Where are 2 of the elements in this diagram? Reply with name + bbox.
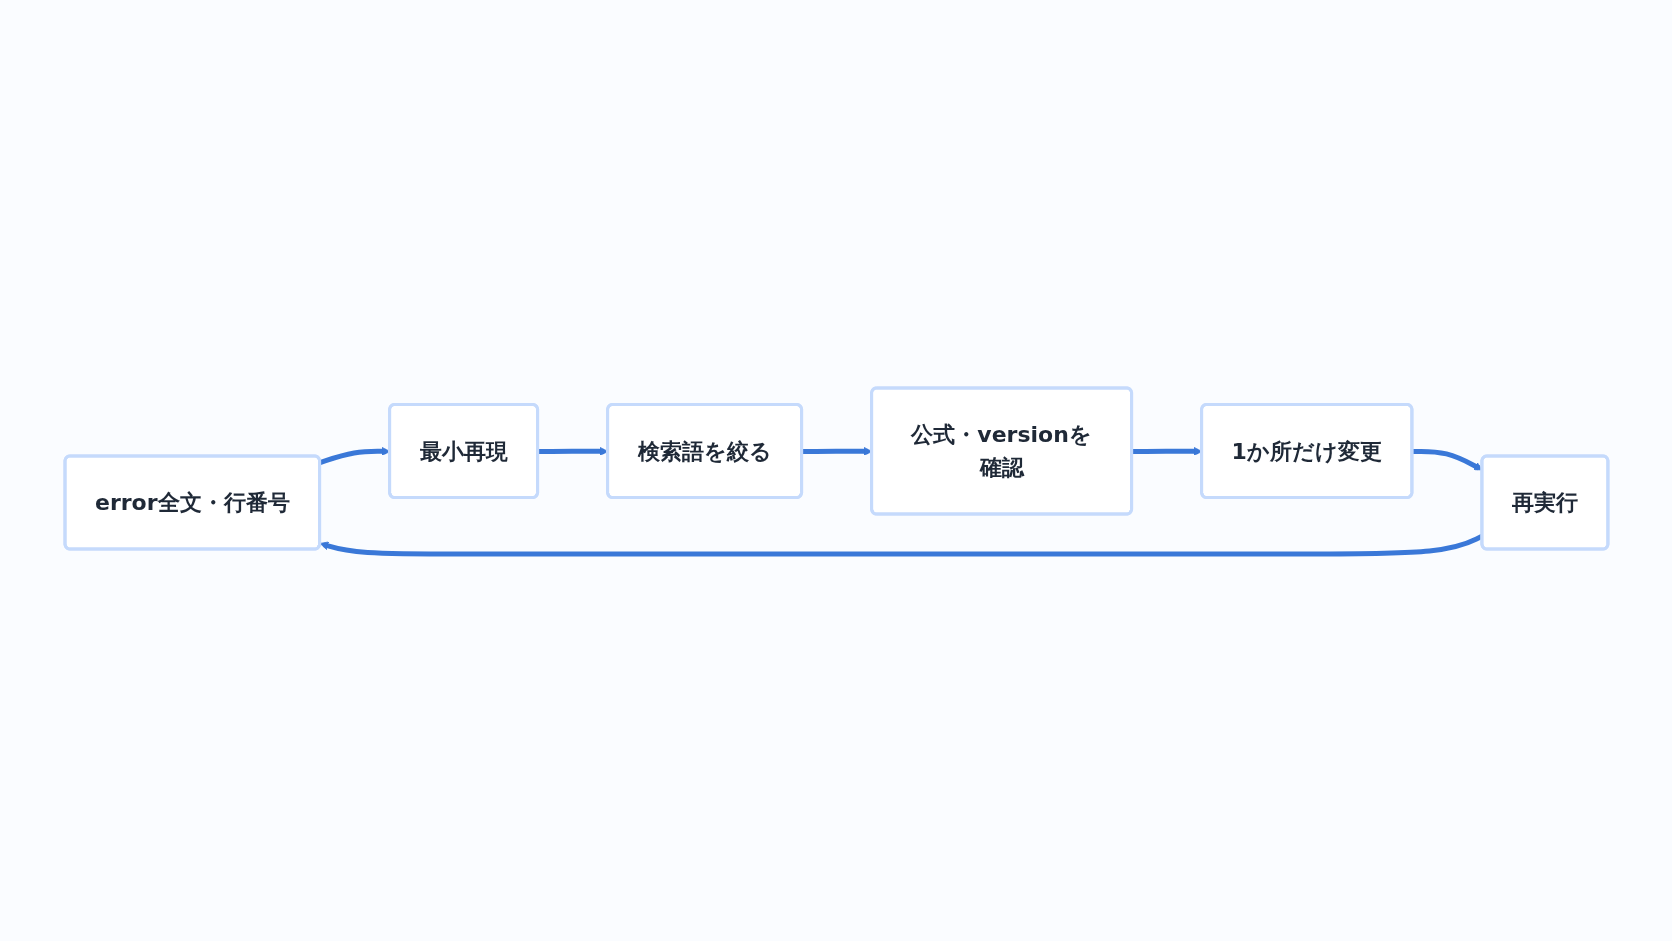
node-text: 最小再現 [419,438,508,463]
node-text: 検索語を絞る [637,438,772,463]
